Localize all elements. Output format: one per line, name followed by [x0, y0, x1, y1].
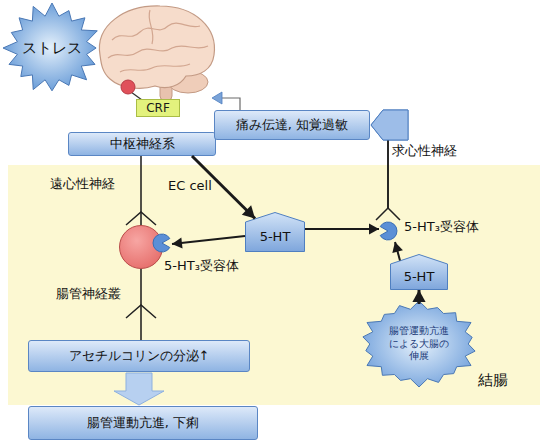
shape-outline [246, 213, 305, 252]
cerebellum [168, 71, 208, 93]
result-box: 腸管運動亢進, 下痢 [28, 406, 258, 440]
text-label: 5-HT₃受容体 [404, 219, 479, 235]
block-arrowhead [371, 110, 408, 140]
text-label: 求心性神経 [392, 143, 457, 159]
node-text: 5-HT [404, 269, 435, 285]
shape-outline [363, 301, 475, 387]
brain-gyrus [120, 64, 190, 72]
stress-burst: ストレス [2, 2, 102, 94]
shape-outline [391, 255, 448, 290]
shape-outline [3, 3, 97, 91]
node-text: 結腸 [478, 371, 508, 389]
block-arrowhead [371, 110, 408, 140]
cerebrum [99, 6, 214, 88]
process-box: アセチルコリンの分泌↑ [28, 340, 250, 372]
node-text: 腸管運動亢進, 下痢 [87, 415, 199, 431]
node-text: 5-HT [260, 229, 291, 245]
text-label: EC cell [168, 178, 212, 194]
feedback-line [221, 98, 240, 110]
process-box: 中枢神経系 [68, 132, 216, 156]
amygdala-dot [121, 80, 135, 94]
brain-stem [160, 78, 172, 100]
stimulus-burst: 腸管運動亢進 による大腸の 伸展 [358, 300, 480, 388]
node-text: アセチルコリンの分泌↑ [69, 348, 210, 364]
node-text: CRF [146, 101, 170, 115]
brain-gyrus [108, 46, 208, 58]
colon-region: 結腸 腸管神経叢 5-HT アセチルコリンの分泌↑ 5-HT 腸管運動亢進 による大腸の … [8, 165, 540, 405]
node-text: 腸管神経叢 [56, 286, 121, 302]
node-text: 中枢神経系 [110, 136, 175, 152]
hormone-box: CRF [136, 99, 180, 117]
serotonin-box: 5-HT [390, 254, 448, 290]
brain-sulcus [149, 10, 153, 44]
process-box: 痛み伝達, 知覚過敏 [214, 110, 370, 140]
node-text: 腸管運動亢進 による大腸の 伸展 [384, 325, 454, 363]
node-text: ストレス [22, 39, 82, 57]
node-text: 痛み伝達, 知覚過敏 [236, 117, 348, 133]
brain-gyrus [112, 23, 200, 40]
brain-illustration [99, 6, 214, 100]
neuron-circle: 腸管神経叢 [119, 225, 163, 269]
serotonin-box: 5-HT [245, 212, 305, 252]
text-label: 遠心性神経 [50, 176, 115, 192]
feedback-arrowhead [212, 92, 222, 104]
text-label: 5-HT₃受容体 [164, 258, 239, 274]
